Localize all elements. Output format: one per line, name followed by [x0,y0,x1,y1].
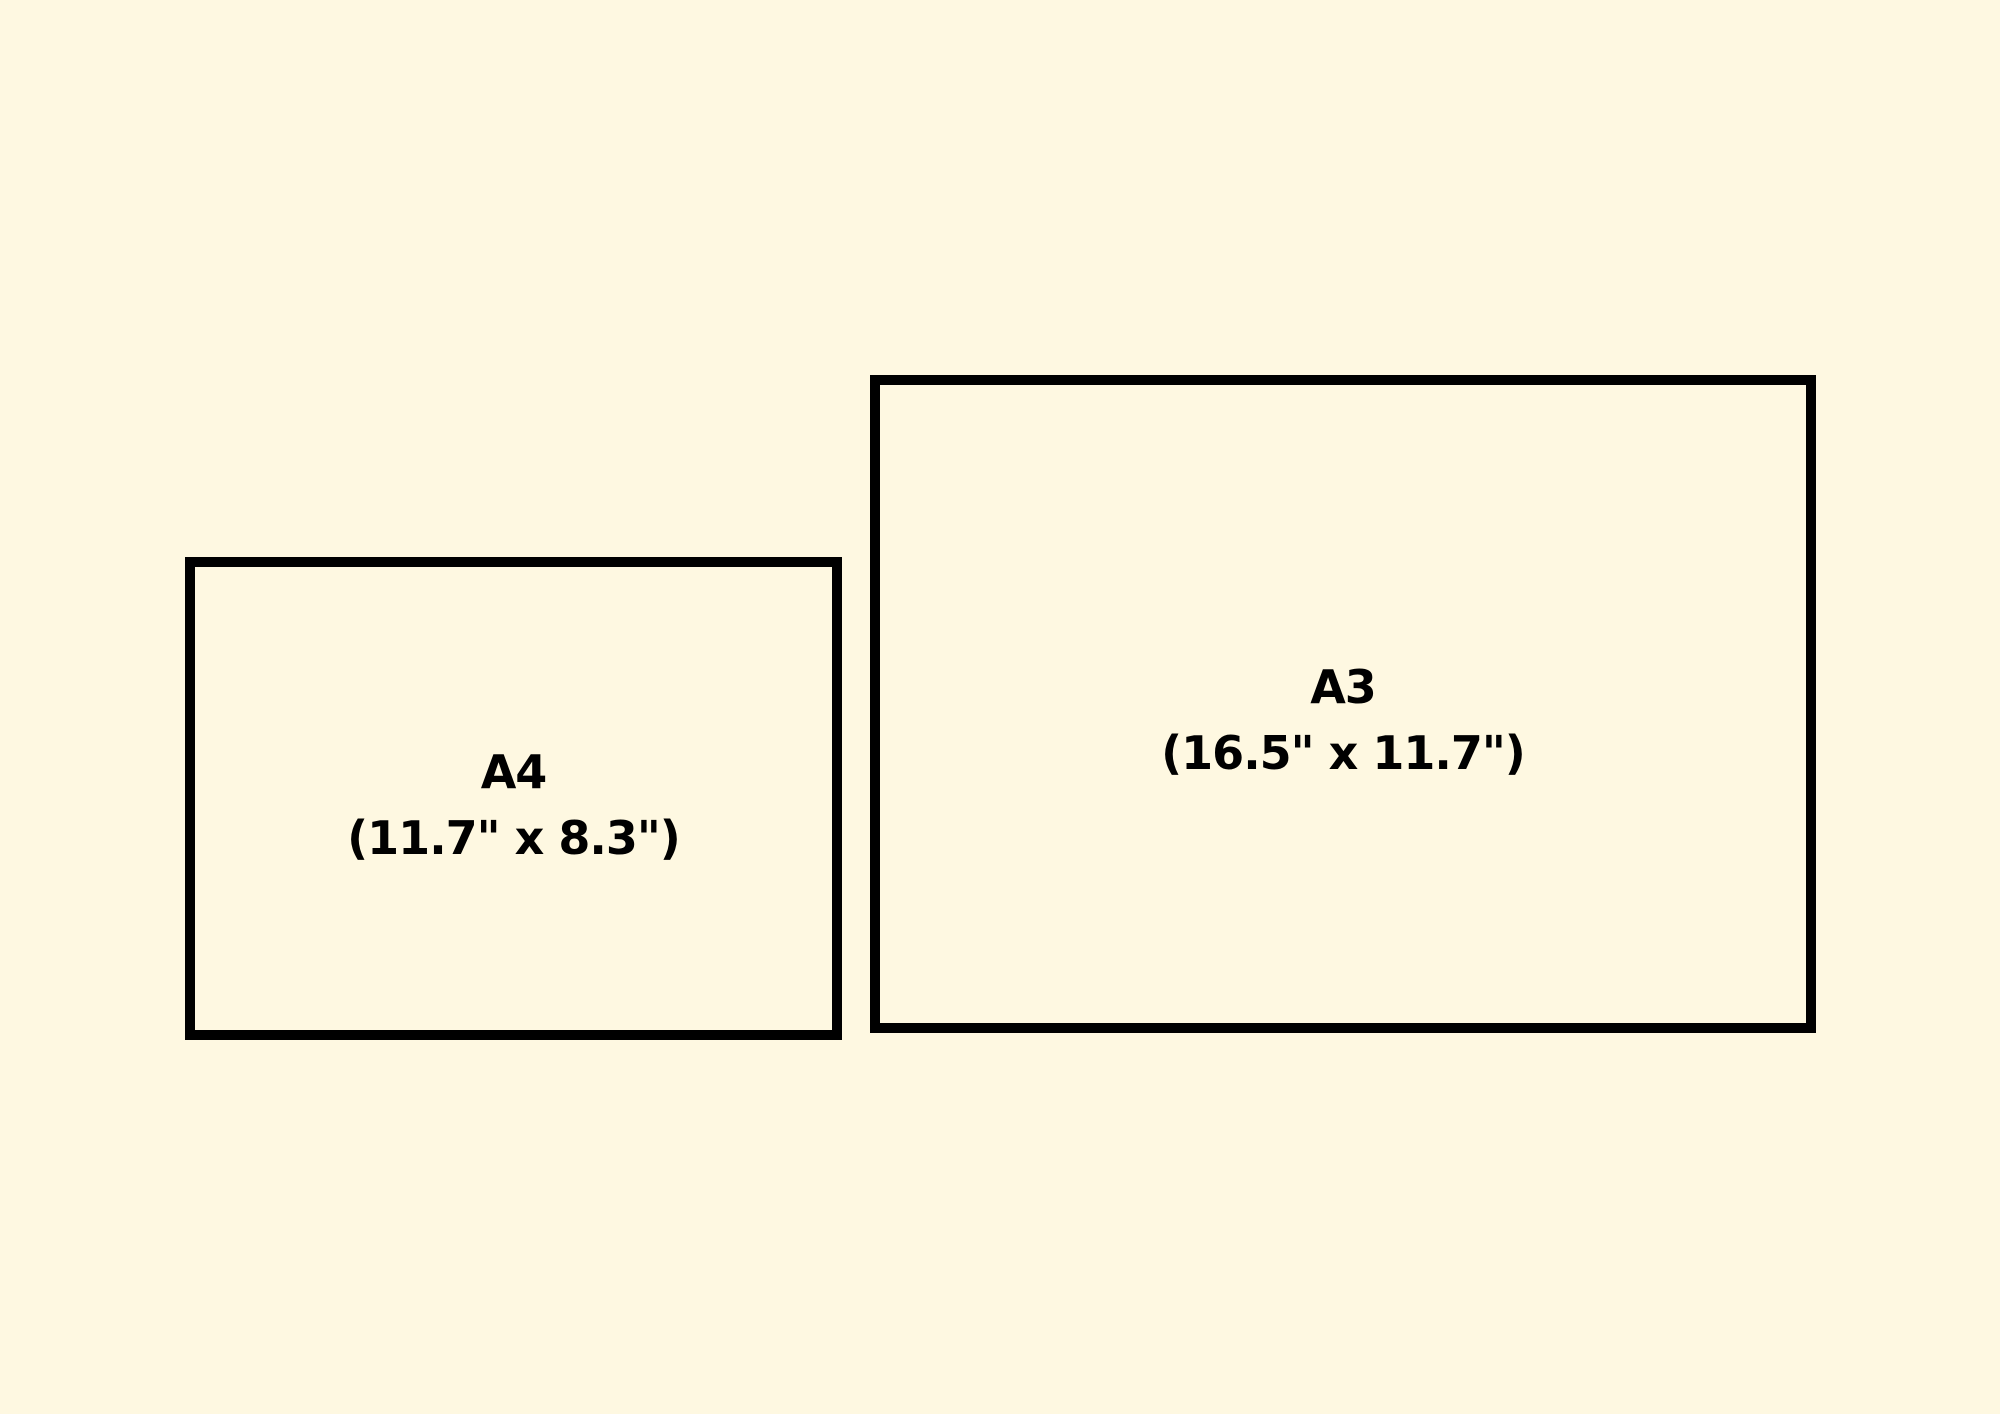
a3-dimensions: (16.5" x 11.7") [1161,726,1526,780]
a4-paper-outline: A4 (11.7" x 8.3") [185,557,842,1040]
a3-label: A3 (16.5" x 11.7") [880,654,1806,786]
a4-label: A4 (11.7" x 8.3") [195,739,832,871]
a3-paper-outline: A3 (16.5" x 11.7") [870,375,1816,1033]
a4-name: A4 [480,745,548,799]
a3-name: A3 [1310,660,1377,714]
a4-dimensions: (11.7" x 8.3") [347,811,681,865]
